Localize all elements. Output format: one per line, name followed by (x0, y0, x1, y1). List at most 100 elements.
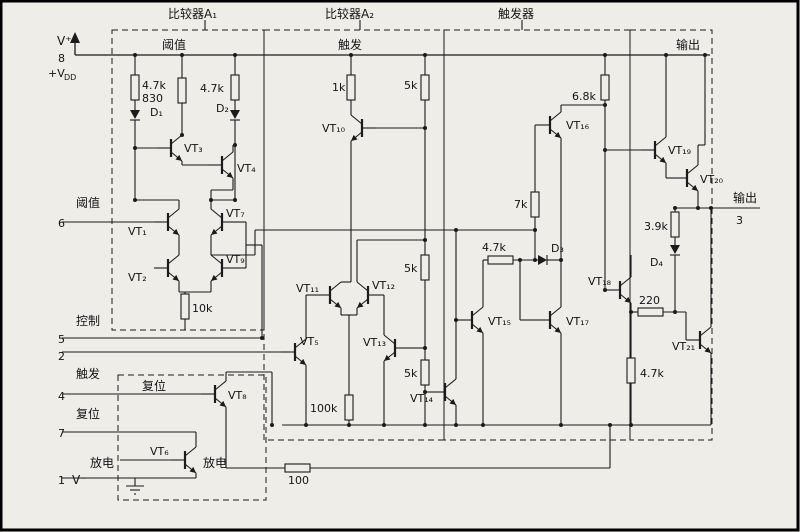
box-reset-discharge (117, 374, 267, 501)
value-7k: 7k (514, 198, 528, 211)
name-vt19: VT₁₉ (668, 144, 691, 157)
name-d2: D₂ (216, 102, 229, 115)
value-6k8: 6.8k (572, 90, 596, 103)
label-vdd: +V (48, 67, 65, 80)
header-threshold: 阈值 (162, 37, 186, 52)
transistor-vt1 (152, 207, 181, 237)
circuit-wires (62, 32, 760, 495)
name-vt8: VT₈ (228, 389, 247, 402)
name-vt10: VT₁₀ (322, 122, 346, 135)
resistor-3k9 (670, 211, 680, 238)
pin-5: 5 (58, 333, 65, 346)
transistor-vt19 (639, 135, 668, 165)
value-3k9: 3.9k (644, 220, 668, 233)
transistor-vt15 (456, 305, 485, 335)
transistor-vt17 (534, 305, 563, 335)
transistor-vt4 (206, 150, 235, 180)
label-trigger-pin: 触发 (76, 366, 100, 381)
name-d1: D₁ (150, 106, 163, 119)
resistor-830 (177, 77, 187, 104)
transistor-vt10 (349, 113, 378, 143)
value-5k-b: 5k (404, 262, 418, 275)
resistor-4k7-d (626, 357, 636, 384)
name-vt14: VT₁₄ (410, 392, 434, 405)
pin-1: 1 (58, 474, 65, 487)
value-830: 830 (142, 92, 163, 105)
value-4k7-b: 4.7k (200, 82, 224, 95)
resistor-5k-a (420, 74, 430, 101)
diode-d4 (670, 245, 680, 256)
name-vt1: VT₁ (128, 225, 147, 238)
resistor-symbols (130, 74, 680, 473)
name-vt12: VT₁₂ (372, 279, 395, 292)
label-control-pin: 控制 (76, 314, 100, 328)
title-comparator-a2: 比较器A₂ (325, 6, 374, 21)
title-flipflop: 触发器 (498, 6, 534, 21)
label-discharge-left: 放电 (90, 455, 114, 470)
pin-2: 2 (58, 350, 65, 363)
name-d4: D₄ (650, 256, 663, 269)
labels: 比较器A₁ 比较器A₂ 触发器 阈值 触发 输出 复位 V⁺ 8 +V DD 阈… (48, 6, 757, 487)
resistor-100k (344, 394, 354, 421)
resistor-4k7-a (130, 74, 140, 101)
box-output-stage (629, 29, 713, 441)
resistor-100 (284, 463, 311, 473)
value-4k7-c: 4.7k (482, 241, 506, 254)
value-10k: 10k (192, 302, 213, 315)
box-comparator-a2 (263, 29, 445, 441)
diode-d1 (130, 110, 140, 121)
name-vt5: VT₅ (300, 335, 319, 348)
value-100k: 100k (310, 402, 338, 415)
resistor-6k8 (600, 74, 610, 101)
resistor-10k (180, 293, 190, 320)
name-vt4: VT₄ (237, 162, 256, 175)
resistor-4k7-b (230, 74, 240, 101)
name-vt7: VT₇ (226, 207, 245, 220)
name-vt18: VT₁₈ (588, 275, 612, 288)
transistor-vt20 (671, 163, 700, 193)
pin-4: 4 (58, 390, 65, 403)
pin-3: 3 (736, 214, 743, 227)
name-vt6: VT₆ (150, 445, 169, 458)
name-vt21: VT₂₁ (672, 340, 695, 353)
label-vdd-subscript: DD (64, 73, 76, 82)
value-1k: 1k (332, 81, 346, 94)
name-vt20: VT₂₀ (700, 173, 724, 186)
name-d3: D₃ (551, 242, 564, 255)
resistor-5k-c (420, 359, 430, 386)
header-reset: 复位 (142, 378, 166, 393)
name-vt17: VT₁₇ (566, 315, 589, 328)
label-output-pin: 输出 (733, 190, 757, 205)
transistor-vt2 (152, 253, 181, 283)
value-220: 220 (639, 294, 660, 307)
value-100: 100 (288, 474, 309, 487)
value-4k7-a: 4.7k (142, 79, 166, 92)
name-vt3: VT₃ (184, 142, 203, 155)
section-boxes (111, 20, 713, 501)
label-threshold-pin: 阈值 (76, 195, 100, 210)
diode-symbols (130, 110, 680, 265)
pin-7: 7 (58, 427, 65, 440)
pin-8: 8 (58, 52, 65, 65)
transistor-vt8 (199, 379, 228, 409)
resistor-5k-b (420, 254, 430, 281)
header-output: 输出 (676, 37, 700, 52)
diode-d2 (230, 110, 240, 121)
value-4k7-d: 4.7k (640, 367, 664, 380)
pin-6: 6 (58, 217, 65, 230)
transistor-vt3 (155, 133, 184, 163)
name-vt9: VT₉ (226, 253, 245, 266)
name-vt13: VT₁₃ (363, 336, 386, 349)
transistor-vt6 (169, 445, 198, 475)
junction-dots (133, 53, 713, 427)
name-vt16: VT₁₆ (566, 119, 590, 132)
label-v-plus: V⁺ (57, 34, 72, 48)
resistor-7k (530, 191, 540, 218)
name-vt15: VT₁₅ (488, 315, 511, 328)
value-5k-a: 5k (404, 79, 418, 92)
name-vt11: VT₁₁ (296, 282, 319, 295)
header-trigger: 触发 (338, 37, 362, 52)
